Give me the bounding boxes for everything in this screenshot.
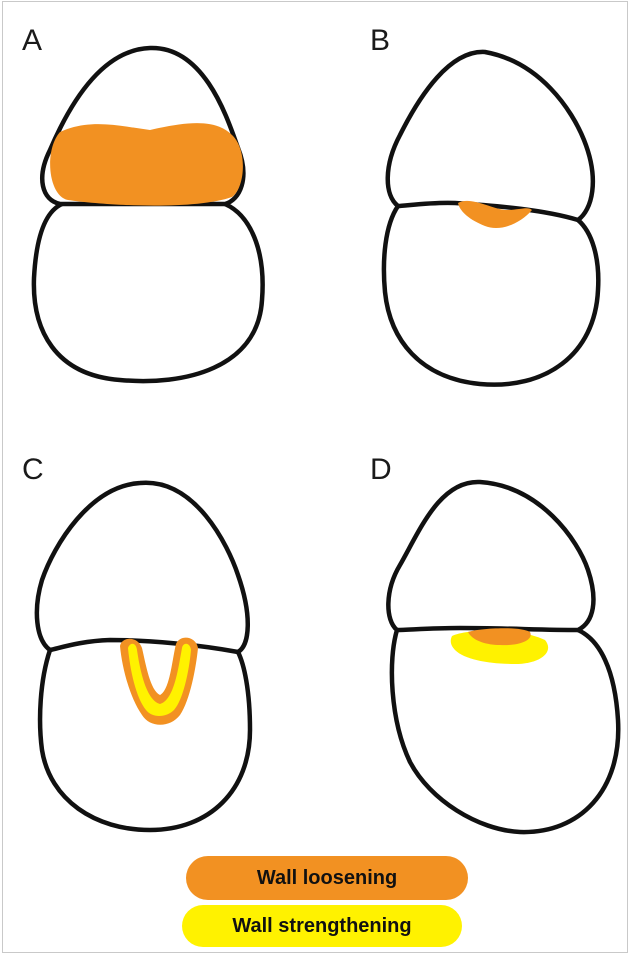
panel-d-cells [388,482,618,832]
panel-label-d: D [370,455,392,485]
panel-d-upper-cell [388,482,593,630]
panel-b-cells [384,52,598,385]
legend-wall-loosening-label: Wall loosening [257,867,397,890]
panel-a-loosening-zone [50,123,243,206]
panel-a-lower-cell [34,204,263,381]
panel-b-lower-cell [384,206,598,385]
panel-c-cells [37,483,250,830]
panel-label-c: C [22,455,44,485]
legend-wall-strengthening-label: Wall strengthening [232,915,411,938]
legend-wall-loosening: Wall loosening [186,856,468,900]
panel-c-upper-cell [37,483,248,652]
panel-label-b: B [370,26,390,56]
panel-b-upper-cell [388,52,593,220]
panel-label-a: A [22,26,42,56]
legend-wall-strengthening: Wall strengthening [182,905,462,947]
panel-a-cells [34,48,263,381]
